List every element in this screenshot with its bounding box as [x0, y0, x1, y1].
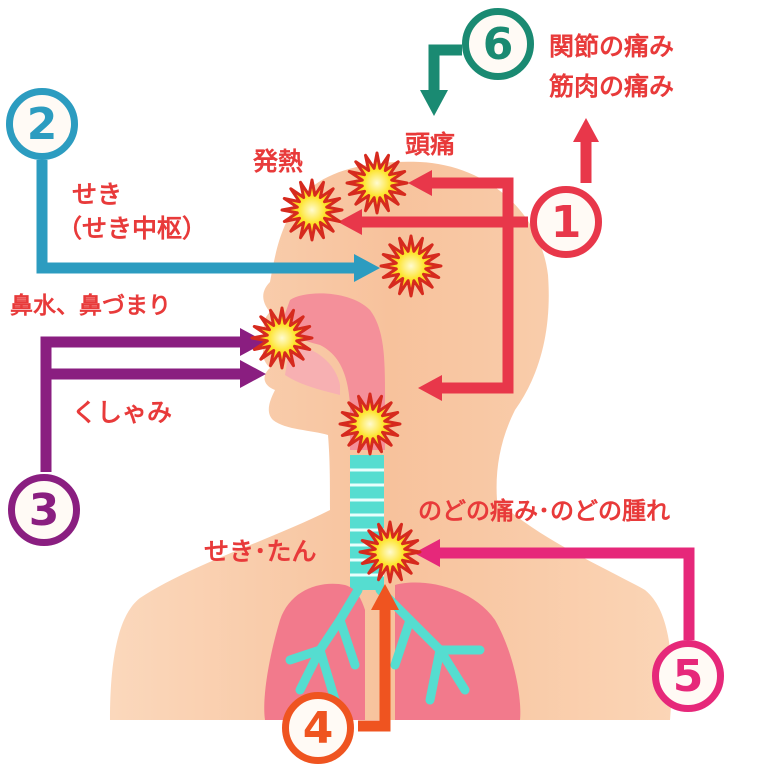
trachea [350, 455, 384, 590]
label-sneeze: くしゃみ [72, 398, 173, 427]
label-sore-throat: のどの痛み･のどの腫れ [418, 497, 670, 525]
arrow-group-5 [414, 539, 695, 640]
arrow-group-2 [36, 160, 380, 282]
badge-3: 3 [8, 474, 80, 546]
burst-throat [338, 392, 402, 456]
burst-headache [345, 151, 409, 215]
burst-cough-center [379, 234, 443, 298]
badge-4: 4 [282, 692, 354, 764]
burst-fever [280, 178, 344, 242]
badge-5: 5 [652, 640, 724, 712]
badge-3-number: 3 [28, 484, 60, 536]
label-fever: 発熱 [253, 147, 304, 176]
burst-nose [250, 306, 314, 370]
badge-2-number: 2 [26, 98, 58, 150]
badge-6: 6 [462, 8, 534, 80]
pain-bursts [250, 151, 443, 584]
body-silhouette [110, 161, 672, 720]
badge-1-number: 1 [550, 196, 582, 248]
badge-2: 2 [6, 88, 78, 160]
arrow-group-4 [358, 584, 399, 732]
label-runny-nose: 鼻水、鼻づまり [10, 293, 171, 319]
arrow-group-1 [360, 140, 592, 394]
label-cough-center: （せき中枢） [57, 214, 208, 243]
label-muscle-pain: 筋肉の痛み [549, 72, 675, 101]
arrow-heads-1 [338, 118, 599, 401]
label-headache: 頭痛 [405, 130, 456, 159]
label-cough: せき [72, 180, 123, 209]
label-joint-pain: 関節の痛み [549, 32, 675, 61]
label-cough-phlegm: せき･たん [204, 537, 317, 566]
badge-5-number: 5 [672, 650, 704, 702]
burst-chest [358, 520, 422, 584]
badge-1: 1 [530, 186, 602, 258]
arrow-group-3 [40, 328, 266, 472]
arrow-group-6 [420, 44, 462, 116]
badge-4-number: 4 [302, 702, 334, 754]
badge-6-number: 6 [482, 18, 514, 70]
